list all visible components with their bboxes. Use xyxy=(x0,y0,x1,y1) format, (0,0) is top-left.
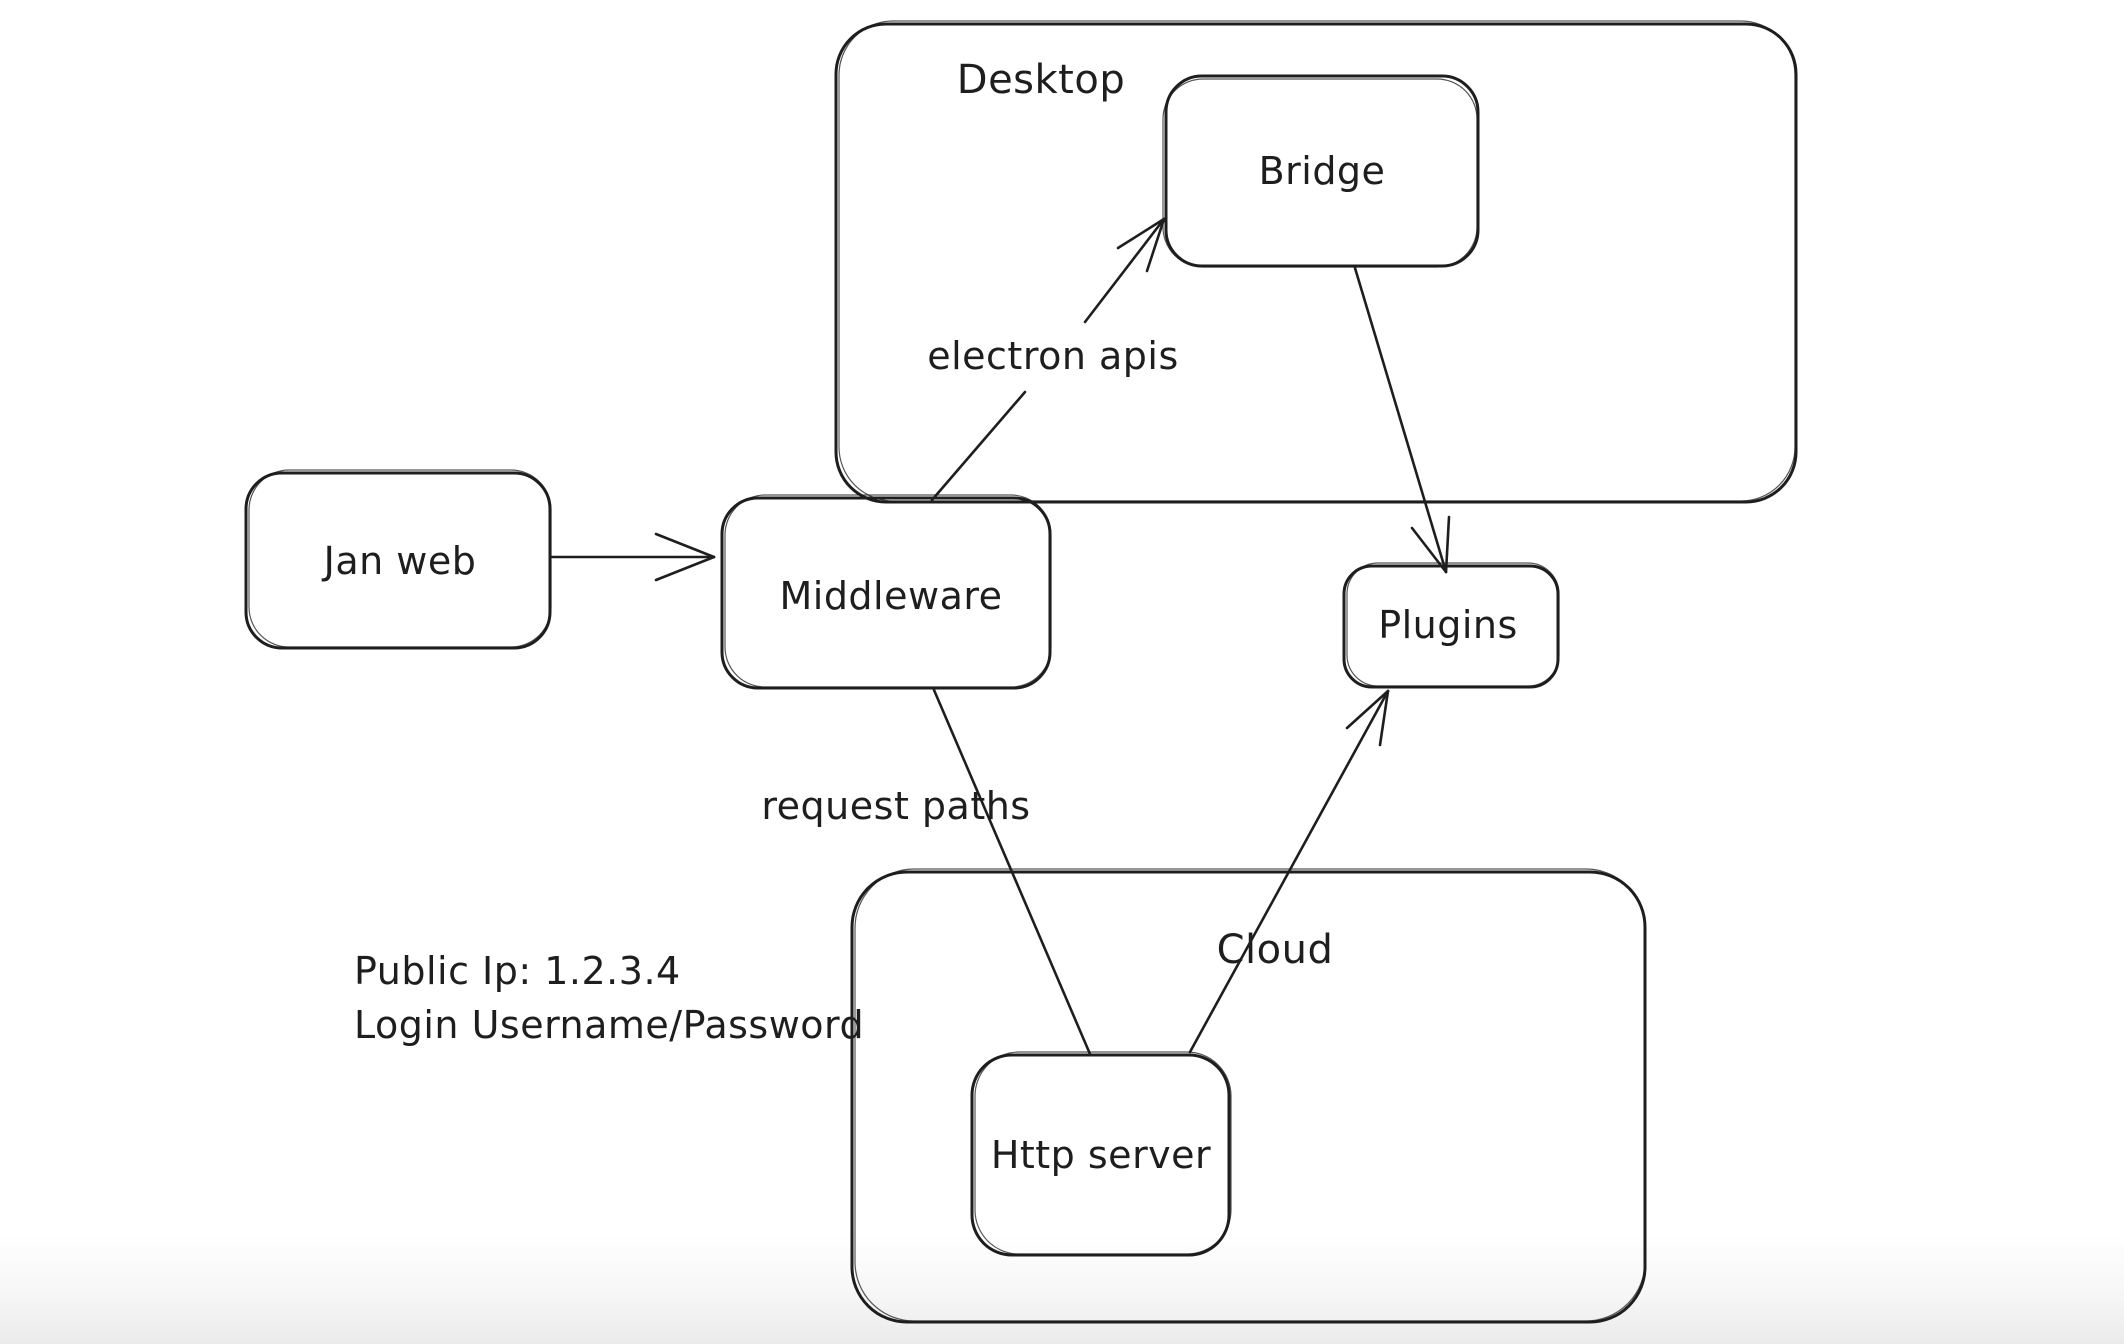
credentials-note-line-public-ip: Public Ip: 1.2.3.4 xyxy=(354,949,681,993)
container-desktop-label: Desktop xyxy=(956,57,1126,103)
edge-label-request-paths: request paths xyxy=(761,784,1031,828)
node-middleware-box xyxy=(720,494,1052,690)
node-http-server-box xyxy=(970,1051,1232,1257)
node-bridge-box xyxy=(1162,74,1480,268)
edge-middleware-to-bridge xyxy=(930,217,1166,502)
node-bridge-label: Bridge xyxy=(1258,149,1386,193)
node-middleware-label: Middleware xyxy=(779,574,1003,618)
edge-label-electron-apis: electron apis xyxy=(927,334,1179,378)
node-jan-web-box xyxy=(244,469,552,650)
node-jan-web-label: Jan web xyxy=(323,539,477,583)
container-desktop-box xyxy=(834,20,1798,504)
edge-middleware-to-httpserver xyxy=(932,688,1092,1056)
credentials-note: Public Ip: 1.2.3.4 Login Username/Passwo… xyxy=(354,944,864,1052)
node-plugins-label: Plugins xyxy=(1378,603,1518,647)
node-http-server-label: Http server xyxy=(990,1133,1212,1177)
credentials-note-line-login: Login Username/Password xyxy=(354,1003,865,1047)
node-plugins-box xyxy=(1342,562,1560,689)
edge-bridge-to-plugins xyxy=(1353,266,1451,574)
container-cloud-box xyxy=(850,868,1647,1324)
edge-httpserver-to-plugins xyxy=(1188,689,1390,1054)
edge-janweb-to-middleware xyxy=(549,532,716,582)
container-cloud-label: Cloud xyxy=(1216,927,1334,973)
